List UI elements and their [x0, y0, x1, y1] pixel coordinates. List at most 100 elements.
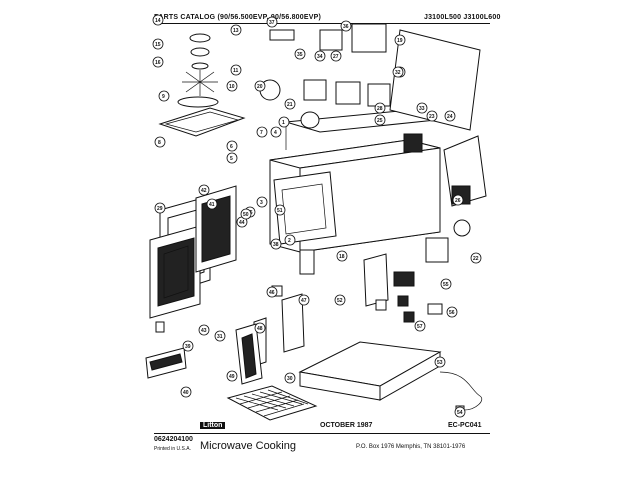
callout: 38: [270, 238, 282, 250]
base-pan: [298, 341, 442, 401]
svg-text:49: 49: [229, 374, 235, 380]
callout: 49: [226, 370, 238, 382]
callout: 31: [214, 330, 226, 342]
magnetron-group: [259, 23, 481, 131]
callout: 3: [256, 196, 268, 208]
door-panel: [235, 323, 263, 385]
svg-text:31: 31: [217, 334, 223, 340]
svg-text:3: 3: [260, 200, 263, 206]
catalog-title: Microwave Cooking: [200, 440, 296, 452]
svg-text:33: 33: [419, 106, 425, 112]
callout: 34: [314, 50, 326, 62]
svg-text:27: 27: [333, 54, 339, 60]
svg-text:6: 6: [230, 144, 233, 150]
svg-text:44: 44: [239, 220, 245, 226]
svg-text:52: 52: [337, 298, 343, 304]
callouts: 14 13 15 16 11 10 9 8 7 6 5 4 3 2 1 17 1…: [152, 14, 482, 418]
svg-text:47: 47: [301, 298, 307, 304]
callout: 9: [158, 90, 170, 102]
svg-text:20: 20: [257, 84, 263, 90]
svg-text:29: 29: [157, 206, 163, 212]
svg-text:50: 50: [243, 212, 249, 218]
callout: 57: [414, 320, 426, 332]
svg-text:2: 2: [288, 238, 291, 244]
svg-text:34: 34: [317, 54, 323, 60]
svg-text:16: 16: [155, 60, 161, 66]
svg-text:8: 8: [158, 140, 161, 146]
company-address: P.O. Box 1976 Memphis, TN 38101-1976: [356, 444, 466, 450]
svg-text:23: 23: [429, 114, 435, 120]
catalog-code: EC-PC041: [448, 422, 482, 429]
svg-text:56: 56: [449, 310, 455, 316]
callout: 16: [152, 56, 164, 68]
callout: 33: [416, 102, 428, 114]
callout: 42: [198, 184, 210, 196]
svg-text:48: 48: [257, 326, 263, 332]
svg-text:32: 32: [395, 70, 401, 76]
svg-text:55: 55: [443, 282, 449, 288]
svg-text:30: 30: [287, 376, 293, 382]
callout: 41: [206, 198, 218, 210]
svg-text:37: 37: [269, 20, 275, 26]
oven-tray: [158, 107, 246, 137]
callout: 27: [330, 50, 342, 62]
callout: 55: [440, 278, 452, 290]
callout: 13: [230, 24, 242, 36]
callout: 8: [154, 136, 166, 148]
oven-cabinet: [269, 139, 441, 253]
power-cord: [439, 371, 483, 413]
callout: 18: [336, 250, 348, 262]
svg-text:38: 38: [273, 242, 279, 248]
right-side-components: [403, 133, 487, 263]
callout: 40: [180, 386, 192, 398]
printed-note: Printed in U.S.A.: [154, 446, 191, 452]
callout: 43: [198, 324, 210, 336]
svg-text:41: 41: [209, 202, 215, 208]
callout: 6: [226, 140, 238, 152]
callout: 11: [230, 64, 242, 76]
callout: 54: [454, 406, 466, 418]
svg-text:5: 5: [230, 156, 233, 162]
callout: 28: [374, 102, 386, 114]
callout: 5: [226, 152, 238, 164]
svg-text:39: 39: [185, 344, 191, 350]
svg-text:13: 13: [233, 28, 239, 34]
svg-text:1: 1: [282, 120, 285, 126]
callout: 25: [374, 114, 386, 126]
footer-rule: [154, 433, 490, 434]
callout: 15: [152, 38, 164, 50]
brand-logo: Litton: [200, 422, 226, 429]
callout: 14: [152, 14, 164, 26]
callout: 2: [284, 234, 296, 246]
callout: 19: [394, 34, 406, 46]
svg-text:19: 19: [397, 38, 403, 44]
svg-text:26: 26: [455, 198, 461, 204]
svg-text:22: 22: [473, 256, 479, 262]
callout: 51: [274, 204, 286, 216]
callout: 35: [294, 48, 306, 60]
part-number: 0624204100: [154, 436, 193, 443]
callout: 20: [254, 80, 266, 92]
svg-text:9: 9: [162, 94, 165, 100]
svg-text:53: 53: [437, 360, 443, 366]
catalog-header-right: J3100L500 J3100L600: [424, 14, 501, 21]
svg-text:40: 40: [183, 390, 189, 396]
svg-text:43: 43: [201, 328, 207, 334]
callout: 39: [182, 340, 194, 352]
callout: 52: [334, 294, 346, 306]
svg-text:28: 28: [377, 106, 383, 112]
svg-text:15: 15: [155, 42, 161, 48]
callout: 7: [256, 126, 268, 138]
callout: 56: [446, 306, 458, 318]
svg-text:35: 35: [297, 52, 303, 58]
callout: 36: [340, 20, 352, 32]
svg-text:21: 21: [287, 102, 293, 108]
callout: 10: [226, 80, 238, 92]
catalog-date: OCTOBER 1987: [320, 422, 373, 429]
callout: 47: [298, 294, 310, 306]
callout: 23: [426, 110, 438, 122]
callout: 53: [434, 356, 446, 368]
svg-text:11: 11: [233, 68, 239, 74]
callout: 29: [154, 202, 166, 214]
svg-text:54: 54: [457, 410, 463, 416]
